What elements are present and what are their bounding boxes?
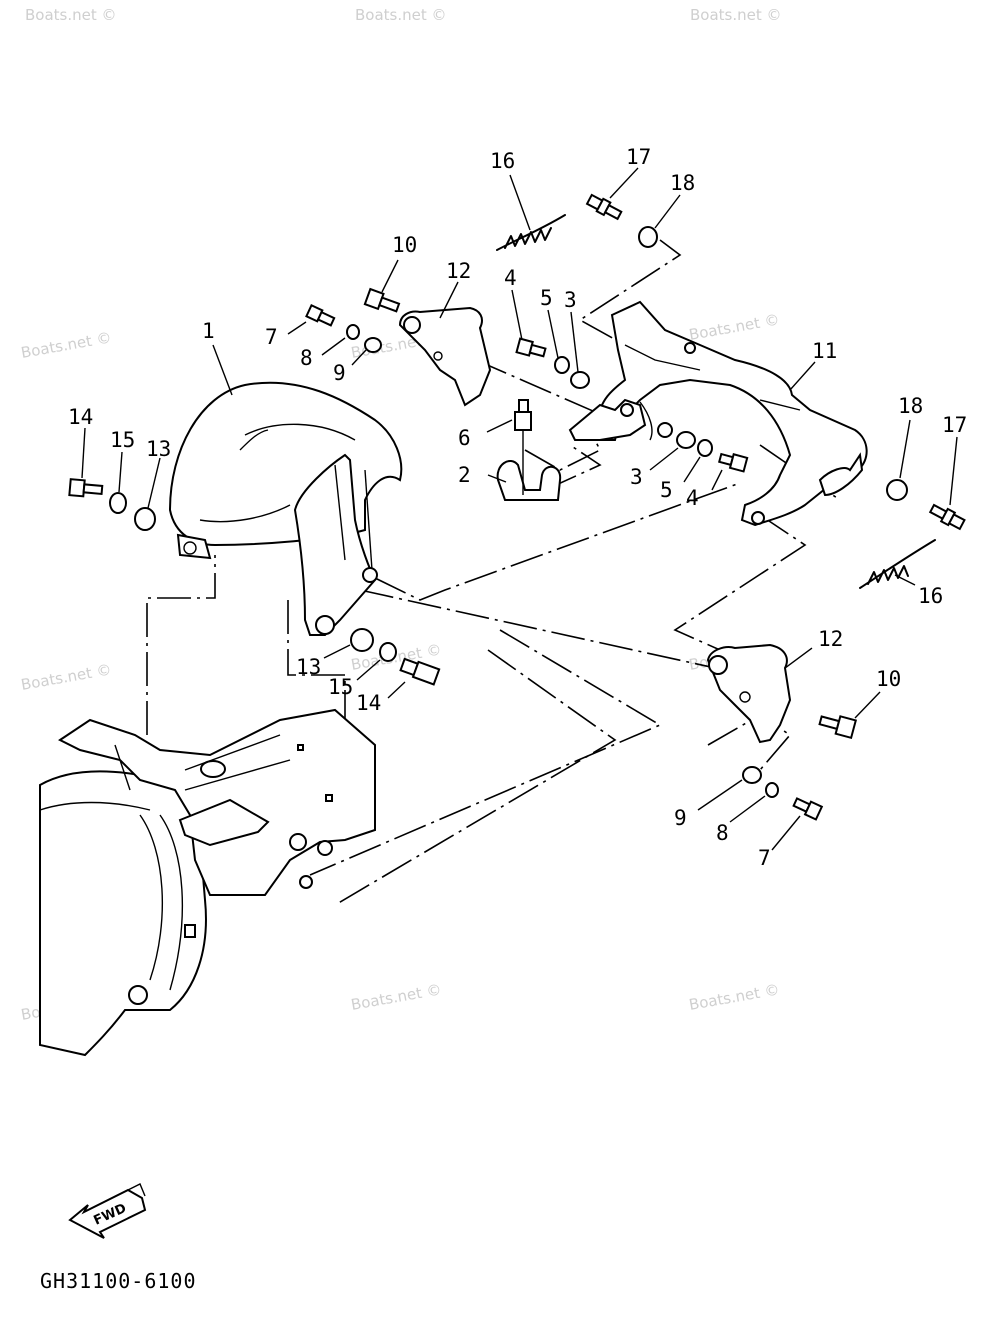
hardware: [68, 193, 966, 821]
callout-12: 12: [818, 627, 843, 651]
collar-3-upper: [570, 371, 590, 389]
callout-5: 5: [660, 478, 673, 502]
bolt-14-left: [68, 478, 104, 498]
spring-16-right: [859, 539, 936, 589]
callout-14: 14: [68, 405, 93, 429]
spring-16-upper: [496, 214, 566, 251]
collar-18-upper: [638, 226, 658, 248]
callout-17: 17: [942, 413, 967, 437]
callout-13: 13: [146, 437, 171, 461]
callout-2: 2: [458, 463, 471, 487]
watermark: Boats.net ©: [25, 6, 117, 24]
watermark: Boats.net ©: [690, 6, 782, 24]
washer-15-center: [379, 642, 397, 662]
part-jet-pump-housing: [39, 708, 376, 1057]
callout-3: 3: [564, 288, 577, 312]
washer-8-upper: [346, 324, 360, 340]
callout-10: 10: [392, 233, 417, 257]
part-steering-arm: [568, 300, 868, 527]
callout-9: 9: [333, 361, 346, 385]
callout-18: 18: [898, 394, 923, 418]
callout-13: 13: [296, 655, 321, 679]
collar-18-right: [886, 479, 908, 501]
collar-13-center: [350, 628, 374, 652]
watermark: Boats.net ©: [20, 660, 113, 694]
part-u-bracket: [496, 399, 562, 501]
callout-9: 9: [674, 806, 687, 830]
part-upper-bracket-plate: [398, 306, 492, 407]
collar-3-lower: [676, 431, 696, 449]
callout-17: 17: [626, 145, 651, 169]
bolt-7-lower: [792, 797, 824, 821]
fwd-arrow-icon: FWD: [68, 1183, 147, 1239]
watermark: Boats.net ©: [688, 310, 781, 344]
callout-4: 4: [504, 266, 517, 290]
bolt-4-lower: [718, 452, 749, 473]
collar-9-lower: [742, 766, 762, 784]
part-code: GH31100-6100: [40, 1269, 197, 1293]
callout-4: 4: [686, 486, 699, 510]
callout-3: 3: [630, 465, 643, 489]
washer-8-lower: [765, 782, 779, 798]
washer-15-left: [109, 492, 127, 514]
collar-9-upper: [364, 337, 382, 353]
watermark: Boats.net ©: [20, 328, 113, 362]
callout-6: 6: [458, 426, 471, 450]
watermark: Boats.net ©: [688, 980, 781, 1014]
callout-14: 14: [356, 691, 381, 715]
callout-7: 7: [265, 325, 278, 349]
bolt-17-upper: [585, 193, 623, 221]
callout-16: 16: [490, 149, 515, 173]
callout-15: 15: [110, 428, 135, 452]
callout-16: 16: [918, 584, 943, 608]
callout-8: 8: [716, 821, 729, 845]
part-steering-cover: [168, 381, 403, 636]
bolt-7-upper: [305, 304, 336, 327]
watermark: Boats.net ©: [350, 980, 443, 1014]
bolt-10-upper: [363, 287, 401, 313]
bolt-17-right: [928, 503, 966, 531]
part-lower-bracket-plate: [706, 643, 792, 744]
bolt-4-upper: [515, 337, 547, 358]
callouts: 1 2 3 3 4 4 5 5 6 7 7 8 8 9 9 10 10 11 1…: [68, 145, 967, 870]
collar-13-left: [134, 507, 156, 531]
bolt-14-center: [399, 657, 441, 686]
callout-15: 15: [328, 675, 353, 699]
watermark: Boats.net ©: [355, 6, 447, 24]
callout-8: 8: [300, 346, 313, 370]
callout-12: 12: [446, 259, 471, 283]
leader-lines: [81, 167, 958, 851]
callout-11: 11: [812, 339, 837, 363]
bolt-10-lower: [818, 715, 858, 740]
washer-5-lower: [697, 439, 713, 457]
callout-1: 1: [202, 319, 215, 343]
callout-7: 7: [758, 846, 771, 870]
callout-10: 10: [876, 667, 901, 691]
callout-18: 18: [670, 171, 695, 195]
callout-5: 5: [540, 286, 553, 310]
washer-5-upper: [554, 356, 570, 374]
